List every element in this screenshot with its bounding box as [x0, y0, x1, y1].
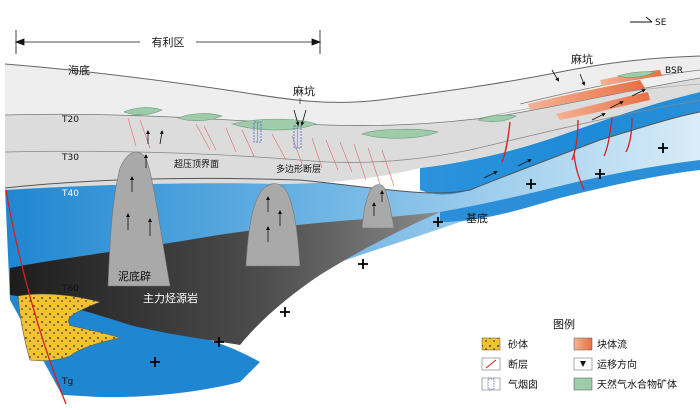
t60-tg-blue-layer: [10, 290, 260, 398]
sand-swatch: [481, 337, 501, 351]
overpressure-top-label: 超压顶界面: [174, 158, 219, 170]
hydrate-lens-1: [123, 107, 163, 116]
gas-chimney-2: [293, 125, 302, 149]
lower-blue-strip: [440, 160, 700, 222]
bsr-label: BSR: [665, 66, 683, 76]
hydrate-lens-2: [177, 113, 223, 122]
hydrate-lens-4: [361, 128, 440, 139]
t20-line: [4, 77, 700, 126]
horizon-t40-label: T40: [61, 189, 79, 199]
horizon-tg-label: Tg: [61, 377, 73, 387]
arrow-swatch-icon: [580, 361, 586, 367]
favorable-zone-label-bg: [140, 34, 196, 50]
main-faults: [5, 117, 633, 405]
legend-arrow-label: 运移方向: [597, 358, 637, 371]
legend-mtd-label: 块体流: [597, 338, 627, 351]
bsr-line: [519, 69, 700, 105]
polygonal-faults-label: 多边形断层: [276, 163, 321, 175]
hydrate-swatch: [573, 377, 593, 391]
slope-blue-band: [420, 92, 700, 195]
t20-t40-grey-layer: [5, 78, 700, 190]
mud-diapir-large: [107, 151, 171, 287]
direction-indicator: [630, 16, 653, 23]
horizon-t30-label: T30: [61, 153, 79, 163]
main-source-rock-label: 主力烃源岩: [143, 291, 198, 305]
legend-fault-label: 断层: [508, 358, 528, 371]
mass-transport-deposit-2: [556, 92, 650, 120]
chimney-swatch: [481, 377, 501, 391]
pockmark-label-center: 麻坑: [293, 84, 315, 98]
direction-label: SE: [655, 18, 667, 28]
legend-chimney-label: 气烟囱: [508, 378, 538, 391]
basement-label: 基底: [466, 211, 488, 225]
legend-sand-label: 砂体: [508, 338, 528, 351]
chimney-swatch-icon: [487, 378, 495, 390]
seafloor-t20-layer: [5, 56, 700, 126]
migration-arrows: [126, 69, 646, 242]
mass-transport-deposit-1: [528, 80, 645, 110]
horizon-t20-label: T20: [61, 115, 79, 125]
mud-diapir-label: 泥底辟: [118, 269, 151, 283]
fault-swatch-line: [485, 359, 497, 369]
hydrate-lens-6: [616, 71, 657, 78]
basement-plus-marks: [150, 143, 668, 367]
gas-chimney-1: [253, 121, 262, 143]
legend-hydrate-label: 天然气水合物矿体: [597, 378, 677, 391]
favorable-zone-label: 有利区: [152, 35, 185, 49]
mud-diapir-middle: [245, 183, 301, 267]
seafloor-line: [4, 55, 700, 103]
mtd-swatch: [573, 337, 593, 351]
seafloor-label: 海底: [68, 63, 90, 77]
horizon-t60-label: T60: [61, 284, 79, 294]
hydrate-lens-5: [477, 114, 517, 122]
legend-title: 图例: [553, 317, 575, 331]
main-source-rock-layer: [10, 212, 440, 345]
polygonal-faults: [127, 117, 395, 187]
legend: 图例 砂体 块体流 断层 运移方向 气烟囱 天然气水合物矿体: [481, 317, 677, 391]
mud-diapir-small: [361, 184, 395, 229]
sand-body: [17, 293, 122, 362]
pockmark-label-right: 麻坑: [571, 52, 593, 66]
